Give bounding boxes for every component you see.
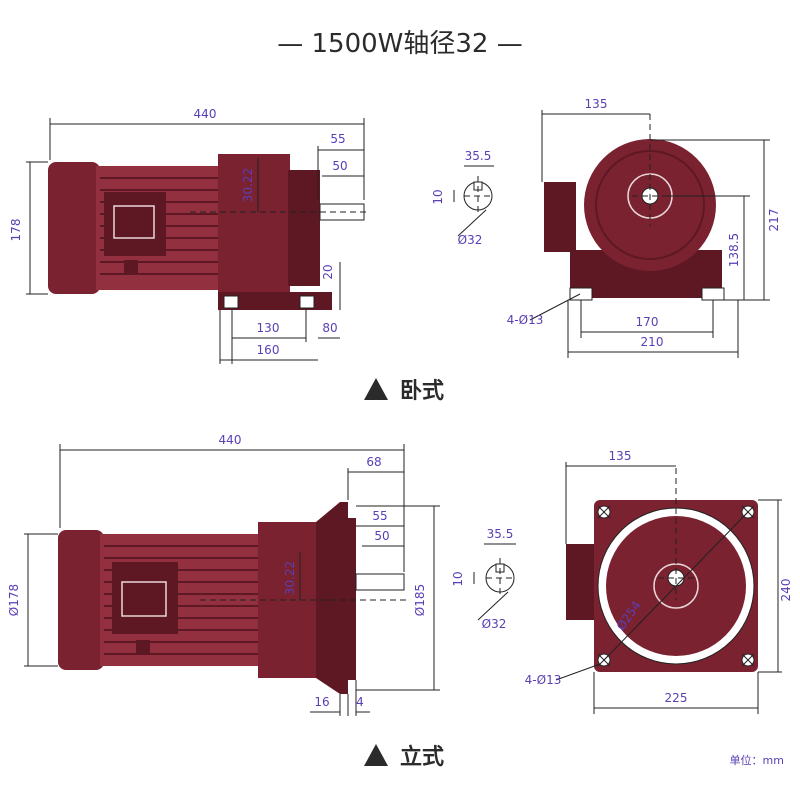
v-gearbox [258,522,318,678]
motor-rear-cap [48,162,100,294]
gearbox [218,154,290,302]
dim-v-68: 68 [366,455,381,469]
dim-h-160: 160 [257,343,280,357]
v-terminal-box [112,562,178,634]
horizontal-label: 卧式 [400,379,444,404]
dim-v-440: 440 [219,433,242,447]
horizontal-shaft-detail: 35.5 10 Ø32 [431,149,494,247]
dim-v-4: 4 [356,695,364,709]
dim-v-55: 55 [372,509,387,523]
v-motor-rear-cap [58,530,104,670]
v-key-35-5: 35.5 [487,527,514,541]
dim-v-185: Ø185 [413,584,427,616]
h-base-170: 170 [636,315,659,329]
h-key-10: 10 [431,189,445,204]
v-square-225: 225 [665,691,688,705]
horizontal-side-view: 440 55 50 30.22 178 20 130 80 160 [9,107,370,364]
vertical-side-view: 440 68 55 50 30.22 Ø178 Ø185 16 4 [7,433,440,716]
dim-v-178: Ø178 [7,584,21,616]
v-square-240: 240 [779,579,793,602]
dim-v-50: 50 [374,529,389,543]
page-title: — 1500W轴径32 — [277,29,523,59]
dim-h-30-22: 30.22 [241,168,255,202]
vertical-front-view: Ø254 135 240 4-Ø13 225 [525,449,793,714]
h-front-135: 135 [585,97,608,111]
v-output-shaft [355,573,405,591]
dim-h-178: 178 [9,219,23,242]
v-flange [316,502,348,694]
dim-v-16: 16 [314,695,329,709]
dim-h-50: 50 [332,159,347,173]
h-key-35-5: 35.5 [465,149,492,163]
h-front-217: 217 [767,209,781,232]
dim-h-55: 55 [330,132,345,146]
vertical-label: 立式 [400,744,444,770]
h-base-210: 210 [641,335,664,349]
v-key-10: 10 [451,571,465,586]
v-front-135: 135 [609,449,632,463]
dim-h-20: 20 [321,264,335,279]
vertical-shaft-detail: 35.5 10 Ø32 [451,527,516,631]
horizontal-front-view: 135 217 138.5 4-Ø13 170 210 [507,97,781,358]
h-front-138-5: 138.5 [727,233,741,267]
dim-h-440: 440 [194,107,217,121]
v-shaft-dia: Ø32 [482,617,507,631]
h-holes: 4-Ø13 [507,313,544,327]
triangle-icon [364,744,388,766]
dim-h-80: 80 [322,321,337,335]
v-holes: 4-Ø13 [525,673,562,687]
unit-label: 单位：mm [730,753,784,767]
h-shaft-dia: Ø32 [458,233,483,247]
triangle-icon [364,378,388,400]
dim-h-130: 130 [257,321,280,335]
dim-v-30-22: 30.22 [283,561,297,595]
